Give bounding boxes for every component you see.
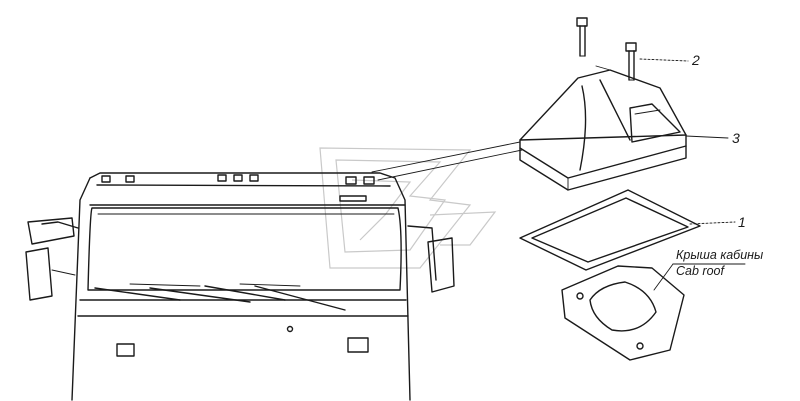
cab-roof-plate: [561, 265, 685, 361]
callout-2: 2: [692, 52, 700, 68]
bolt-right: [625, 42, 637, 81]
roof-lamp-housing: [519, 65, 687, 191]
wipers: [94, 283, 346, 311]
watermark-logo: [319, 147, 497, 269]
bolt-left: [576, 17, 588, 57]
callout-1: 1: [738, 214, 746, 230]
callout-leaders: [639, 58, 746, 291]
cab-roof-label-ru: Крыша кабины: [676, 248, 764, 262]
callout-3: 3: [732, 130, 740, 146]
truck-cab: [71, 172, 411, 401]
gasket: [519, 189, 701, 271]
right-mirror: [407, 225, 455, 293]
left-mirror: [25, 217, 79, 301]
leader-lines: [371, 141, 523, 181]
cab-roof-label-en: Cab roof: [676, 264, 724, 278]
